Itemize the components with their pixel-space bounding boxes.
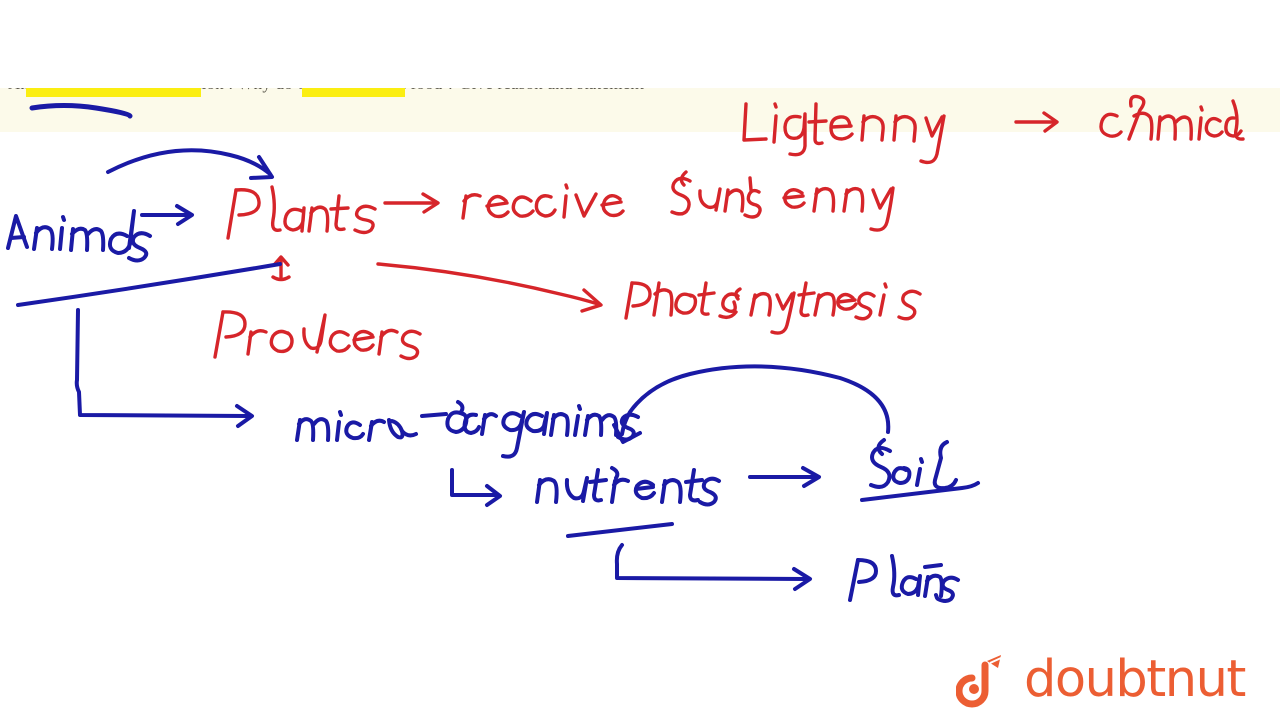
arrow-soil-to-microorganisms xyxy=(612,364,891,444)
hw-chemical xyxy=(1099,94,1245,141)
hw-animals xyxy=(6,209,152,263)
question-underline-stroke xyxy=(29,103,133,119)
arrow-plants-to-receive xyxy=(383,192,440,214)
hw-photosynthesis xyxy=(624,281,922,335)
question-strip-band xyxy=(0,88,1280,132)
arrow-elbow-to-microorganisms xyxy=(74,308,254,428)
arrow-to-photosynthesis xyxy=(376,262,603,313)
hw-plants-blue xyxy=(848,554,960,603)
hw-suns-energy xyxy=(670,170,895,232)
hw-nutrients xyxy=(535,466,721,507)
hw-receive xyxy=(461,183,625,220)
highlight-marks xyxy=(26,88,405,97)
soil-underline-stroke xyxy=(860,481,980,502)
arrow-nutrients-to-soil xyxy=(748,466,821,488)
arrow-animals-to-plants-arc xyxy=(106,148,274,180)
hw-producers xyxy=(213,310,422,361)
hw-light-energy xyxy=(742,102,946,165)
hw-plants-red xyxy=(226,185,377,240)
doubtnut-wordmark: doubtnut xyxy=(1024,649,1246,709)
hw-microorganisms xyxy=(295,400,640,459)
arrow-animals-to-plants xyxy=(140,204,194,226)
arrow-nutrients-to-plants xyxy=(614,543,812,591)
hw-soil xyxy=(869,438,958,491)
arrow-micro-to-nutrients xyxy=(450,468,502,507)
producers-uptick xyxy=(271,255,291,282)
doubtnut-logo-icon xyxy=(956,655,1002,708)
line-producers-diagonal xyxy=(16,262,282,307)
nutrients-underline-stroke xyxy=(566,522,674,538)
arrow-light-to-chemical xyxy=(1014,111,1059,133)
doubtnut-watermark: doubtnut xyxy=(956,648,1256,710)
